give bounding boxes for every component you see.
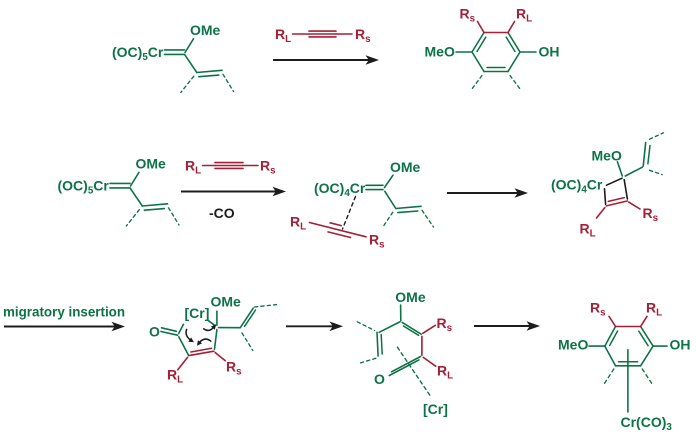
svg-text:OH: OH [670, 336, 691, 352]
svg-text:-CO: -CO [209, 205, 235, 221]
svg-text:(OC)5Cr: (OC)5Cr [58, 178, 110, 197]
svg-text:OH: OH [539, 44, 560, 60]
svg-text:OMe: OMe [390, 159, 421, 175]
svg-text:OMe: OMe [395, 289, 426, 305]
svg-text:(OC)5Cr: (OC)5Cr [112, 44, 164, 63]
svg-text:OMe: OMe [136, 156, 167, 172]
svg-text:(OC)4Cr: (OC)4Cr [314, 180, 366, 199]
svg-text:OMe: OMe [190, 22, 221, 38]
svg-text:migratory insertion: migratory insertion [3, 305, 125, 320]
svg-text:O: O [374, 371, 385, 387]
svg-text:MeO: MeO [592, 148, 622, 164]
svg-text:O: O [149, 324, 160, 340]
svg-text:Cr(CO)3: Cr(CO)3 [621, 414, 673, 433]
svg-text:OMe: OMe [211, 294, 242, 310]
svg-text:MeO: MeO [425, 44, 455, 60]
svg-text:[Cr]: [Cr] [423, 401, 448, 417]
svg-text:[Cr]: [Cr] [185, 305, 210, 321]
svg-text:MeO: MeO [558, 336, 588, 352]
svg-text:(OC)4Cr: (OC)4Cr [551, 177, 603, 196]
